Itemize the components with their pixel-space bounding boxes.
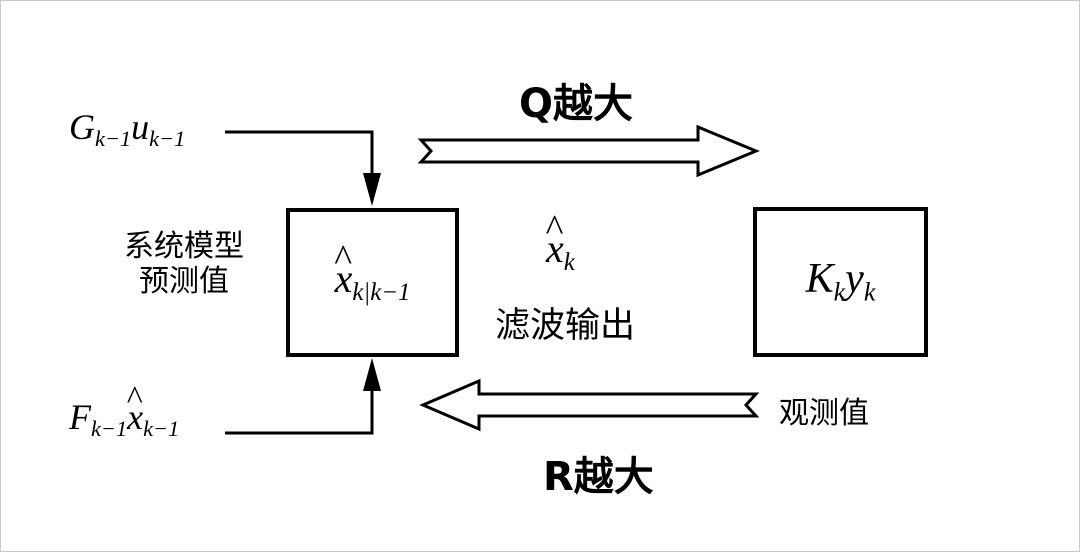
system-model-label: 系统模型 预测值 (89, 229, 279, 300)
gain-symbol-y: y (845, 256, 864, 303)
state-input-x-subscript: k−1 (143, 416, 180, 442)
state-input-F-subscript: k−1 (91, 416, 128, 442)
prediction-symbol-subscript: k|k−1 (352, 279, 411, 307)
control-input-connector (225, 130, 381, 206)
control-input-label: Gk−1uk−1 (69, 109, 185, 150)
prediction-symbol-base: x (334, 256, 353, 302)
system-model-line-2: 预测值 (139, 264, 229, 300)
prediction-box-symbol: ^ x k|k−1 (334, 240, 411, 307)
q-bigger-label: Q越大 (519, 81, 634, 127)
state-input-label: Fk−1^xk−1 (69, 381, 180, 442)
q-direction-arrow (417, 124, 760, 178)
system-model-line-1: 系统模型 (124, 229, 244, 264)
hat-accent: ^ (334, 238, 353, 281)
filter-symbol-subscript: k (563, 248, 575, 276)
state-input-F: F (69, 397, 91, 437)
gain-symbol-K-subscript: k (833, 277, 846, 307)
gain-box[interactable]: Kkyk (753, 207, 928, 357)
control-input-G: G (69, 107, 95, 147)
r-direction-arrow (419, 378, 760, 432)
control-input-G-subscript: k−1 (95, 126, 132, 152)
state-input-x: x (127, 397, 144, 437)
filter-symbol-base: x (546, 226, 564, 271)
control-input-u-subscript: k−1 (149, 126, 186, 152)
control-input-u: u (131, 107, 150, 147)
observation-label: 观测值 (779, 396, 869, 431)
gain-box-symbol: Kkyk (806, 258, 876, 305)
filter-output-label: 滤波输出 (495, 306, 636, 346)
state-input-connector (225, 358, 381, 435)
filter-output-symbol: ^ x k (546, 210, 575, 276)
r-bigger-label: R越大 (543, 454, 654, 500)
gain-symbol-K: K (805, 256, 834, 303)
prediction-box[interactable]: ^ x k|k−1 (286, 208, 459, 357)
gain-symbol-y-subscript: k (863, 277, 876, 307)
hat-accent: ^ (545, 208, 564, 250)
hat-accent: ^ (126, 379, 143, 417)
